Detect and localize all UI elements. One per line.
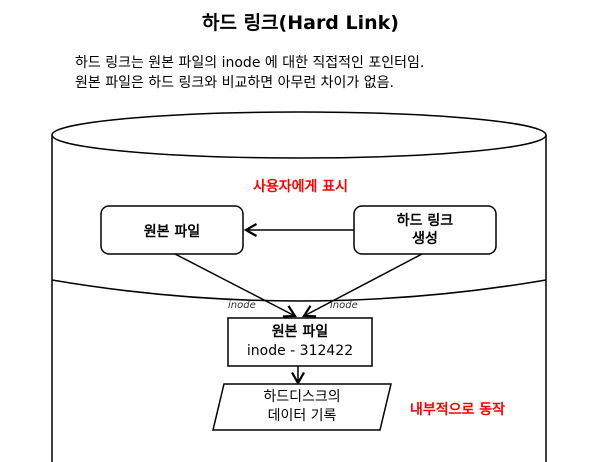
inode-line-1: 원본 파일 bbox=[271, 324, 329, 340]
disk-node bbox=[212, 383, 392, 431]
inode-edge-label-right: inode bbox=[330, 300, 358, 311]
cylinder bbox=[51, 111, 547, 462]
lower-layer-label: 내부적으로 동작 bbox=[410, 402, 506, 418]
inode-label: 원본 파일 inode - 312422 bbox=[228, 323, 372, 361]
inode-node bbox=[227, 317, 373, 367]
hard-link-line-2: 생성 bbox=[412, 231, 438, 247]
edge-left bbox=[174, 253, 298, 318]
description-line-2: 원본 파일은 하드 링크와 비교하면 아무런 차이가 없음. bbox=[75, 75, 394, 91]
upper-layer-label: 사용자에게 표시 bbox=[252, 179, 349, 195]
description-line-1: 하드 링크는 원본 파일의 inode 에 대한 직접적인 포인터임. bbox=[75, 55, 425, 71]
original-file-node bbox=[100, 205, 244, 255]
inode-edge-label-left: inode bbox=[228, 300, 256, 311]
original-file-label: 원본 파일 bbox=[143, 224, 201, 240]
edge-right bbox=[301, 253, 423, 318]
disk-line-1: 하드디스크의 bbox=[263, 389, 341, 405]
inode-line-2: inode - 312422 bbox=[246, 343, 354, 359]
hard-link-line-1: 하드 링크 bbox=[396, 213, 454, 229]
page-title: 하드 링크(Hard Link) bbox=[202, 12, 399, 34]
disk-line-2: 데이터 기록 bbox=[267, 408, 337, 424]
